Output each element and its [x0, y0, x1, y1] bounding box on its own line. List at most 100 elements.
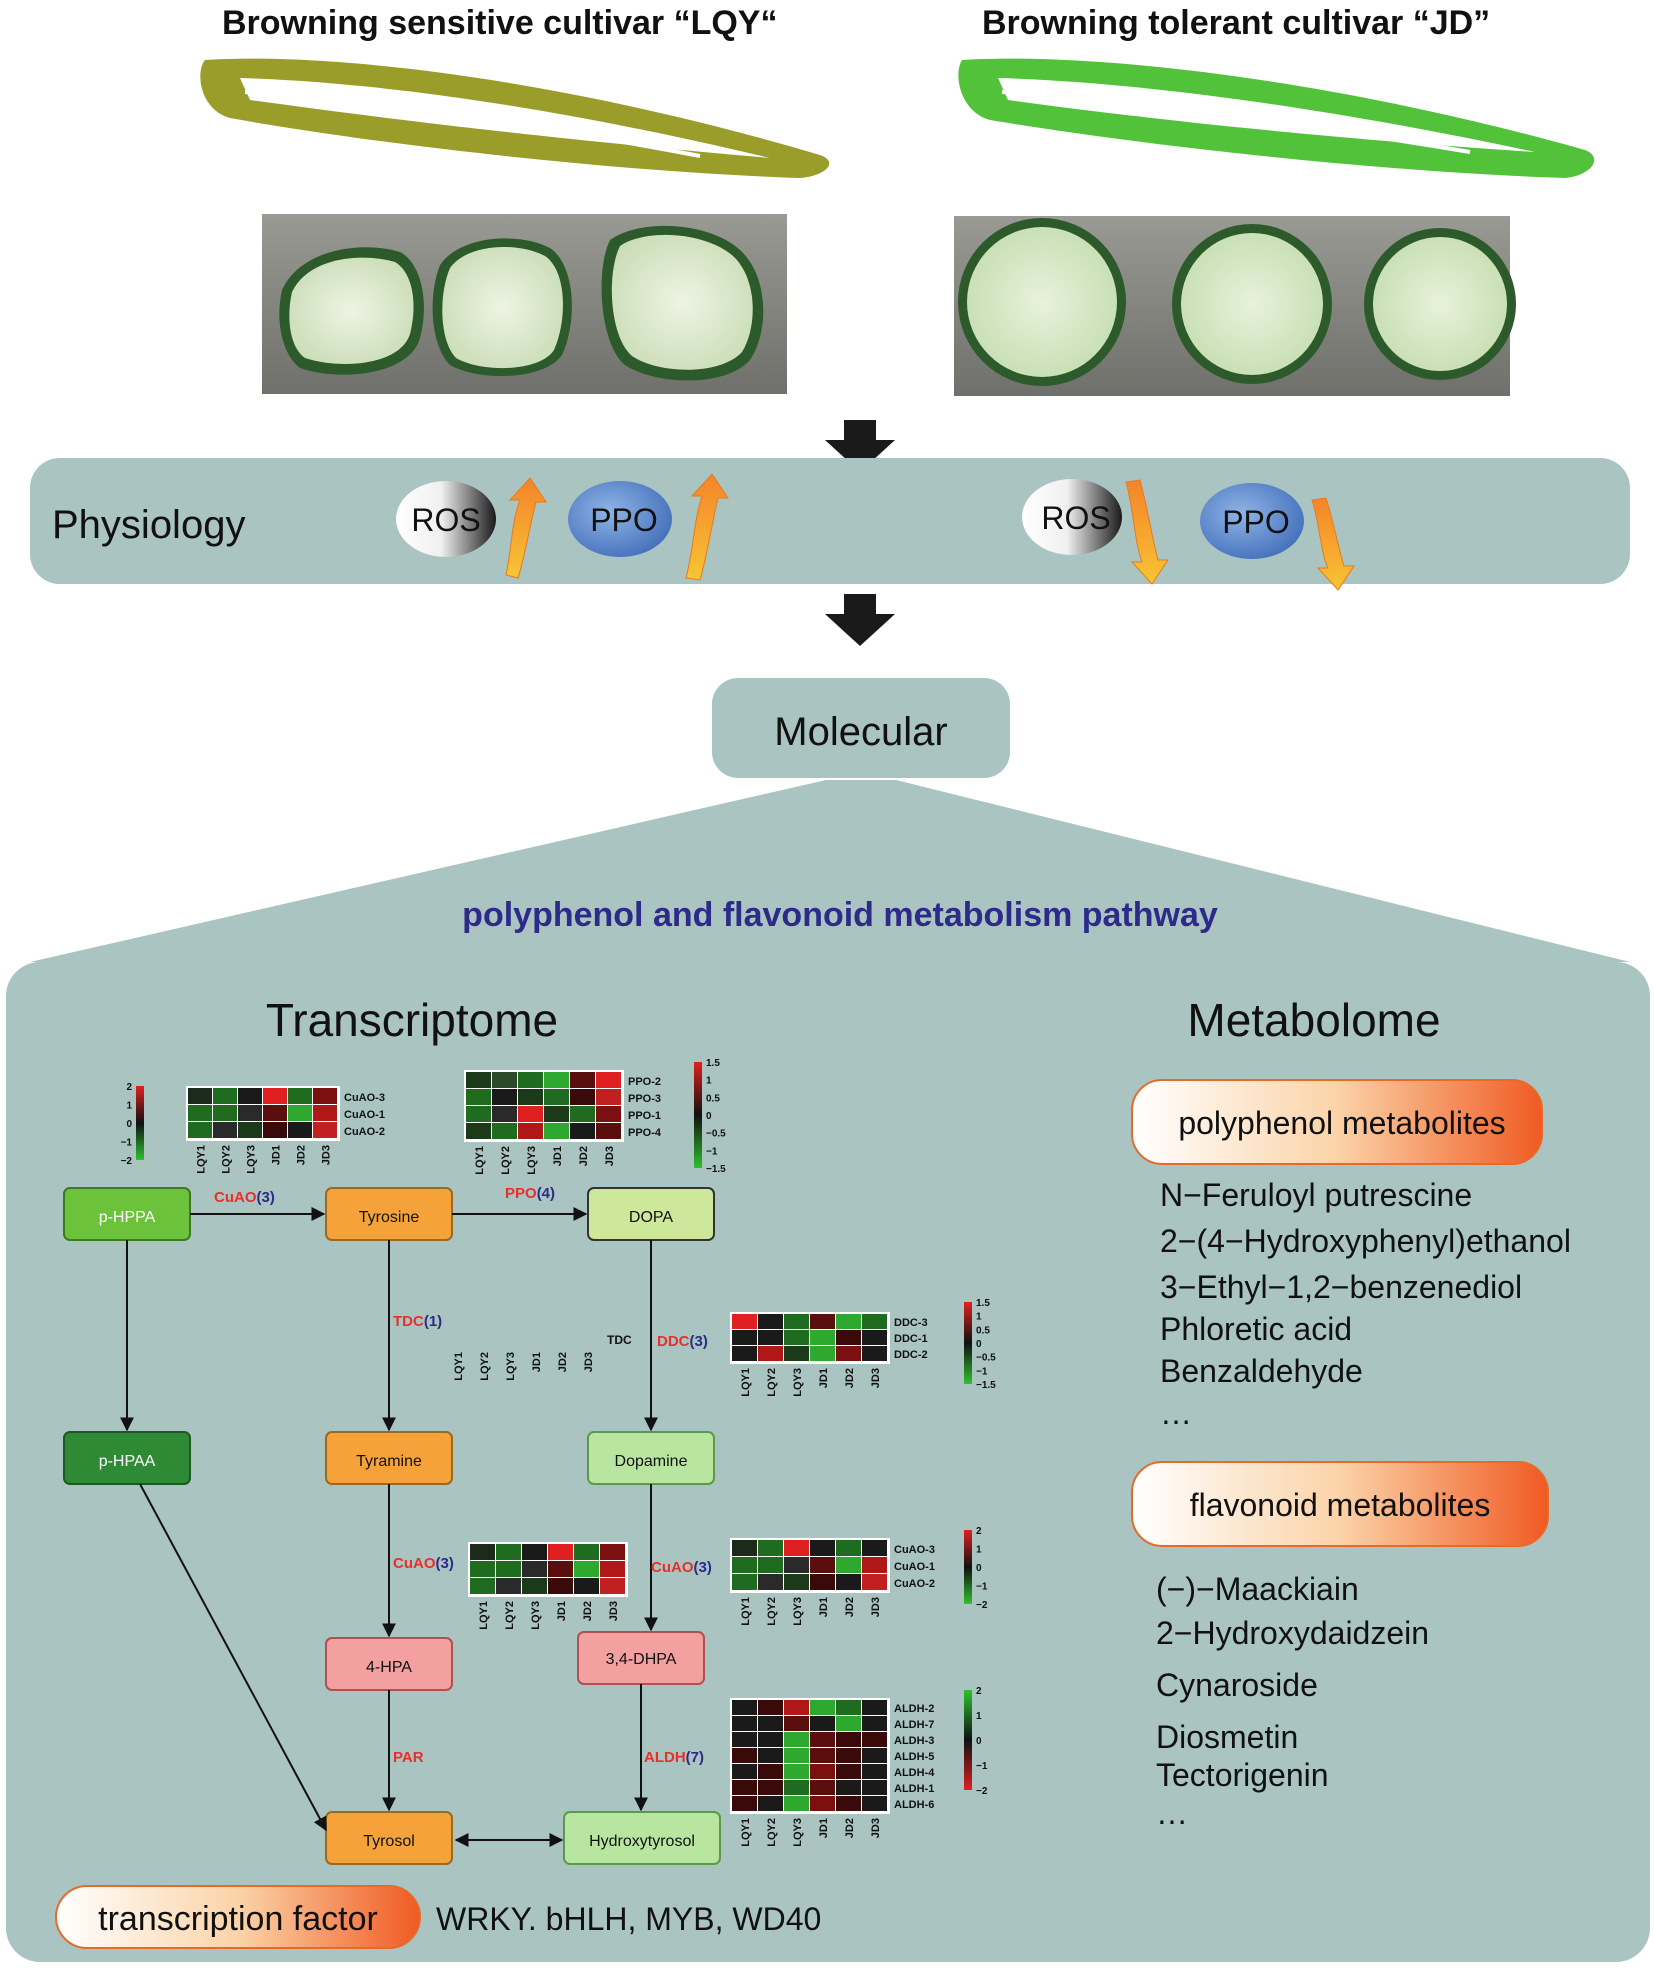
heatmap-cell	[732, 1748, 757, 1763]
enzyme-cuao-mid-right: CuAO	[651, 1559, 694, 1576]
heatmap-cell	[522, 1544, 547, 1560]
heatmap-cell	[784, 1540, 809, 1556]
heatmap-color-scale	[964, 1302, 972, 1384]
physiology-panel	[30, 458, 1630, 584]
heatmap-gene-label: CuAO-3	[344, 1092, 385, 1104]
heatmap-cell	[810, 1732, 835, 1747]
node-dopamine-label: Dopamine	[615, 1453, 688, 1470]
enzyme-tdc: TDC	[393, 1313, 424, 1330]
heatmap-cell	[836, 1574, 861, 1590]
svg-text:CuAO(3): CuAO(3)	[214, 1189, 275, 1206]
heatmap-cell	[810, 1780, 835, 1795]
pathway-nodes: p-HPPA Tyrosine DOPA p-HPAA Tyramine Dop…	[63, 1187, 721, 1865]
heatmap-cell	[784, 1330, 809, 1345]
heatmap-cell	[862, 1574, 887, 1590]
polyphenol-metabolites-label: polyphenol metabolites	[1178, 1105, 1505, 1141]
heatmap-sample-label: JD1	[818, 1368, 830, 1388]
heatmap-cell	[213, 1105, 237, 1121]
heatmap-cell	[544, 1106, 569, 1122]
ros-ellipse-left	[396, 481, 496, 557]
tdc-sample-label: JD3	[583, 1352, 595, 1372]
up-arrow-icon	[685, 473, 729, 581]
tdc-sample-label: JD2	[557, 1352, 569, 1372]
heatmap-cell	[548, 1561, 573, 1577]
heatmap-cell	[466, 1072, 491, 1088]
heatmap-sample-label: JD2	[582, 1601, 594, 1621]
tdc-sample-label: LQY2	[479, 1352, 491, 1381]
heatmap-cell	[862, 1764, 887, 1779]
heatmap-scale-tick: −2	[976, 1600, 988, 1611]
heatmap-scale-tick: −1	[976, 1582, 988, 1593]
heatmap-cell	[810, 1330, 835, 1345]
heatmap-scale-tick: −1.5	[706, 1164, 726, 1175]
heatmap-cell	[313, 1105, 337, 1121]
heatmap-cell	[238, 1105, 262, 1121]
heatmap-gene-label: CuAO-2	[344, 1126, 385, 1138]
heatmap-cell	[810, 1540, 835, 1556]
node-p-hpaa	[63, 1431, 191, 1485]
svg-text:CuAO(3): CuAO(3)	[651, 1559, 712, 1576]
heatmap-gene-label: DDC-3	[894, 1317, 928, 1329]
heatmap-sample-label: JD3	[870, 1368, 882, 1388]
metabolite-item: Benzaldehyde	[1160, 1353, 1363, 1389]
heatmap-color-scale	[964, 1690, 972, 1790]
heatmap-cell	[784, 1764, 809, 1779]
heatmap-scale-tick: 0	[976, 1736, 982, 1747]
polyphenol-metabolite-list: N−Feruloyl putrescine2−(4−Hydroxyphenyl)…	[1160, 1177, 1571, 1431]
heatmap-gene-label: CuAO-3	[894, 1544, 935, 1556]
heatmap-cell	[596, 1072, 621, 1088]
heatmap-gene-label: PPO-3	[628, 1093, 661, 1105]
ppo-ellipse-right	[1200, 483, 1304, 559]
heatmap-cell	[810, 1716, 835, 1731]
svg-text:TDC(1): TDC(1)	[393, 1313, 442, 1330]
heatmap-cell	[732, 1346, 757, 1361]
heatmap-cell	[288, 1122, 312, 1138]
heatmap-cell	[784, 1314, 809, 1329]
heatmap-sample-label: JD2	[844, 1597, 856, 1617]
tdc-sample-label: JD1	[531, 1352, 543, 1372]
heatmap-sample-label: LQY3	[530, 1601, 542, 1630]
heatmap-cell	[574, 1561, 599, 1577]
heatmap-cell	[758, 1716, 783, 1731]
heatmap-cell	[548, 1544, 573, 1560]
heatmap-sample-label: LQY1	[474, 1146, 486, 1175]
heatmap-scale-tick: 0	[976, 1563, 982, 1574]
heatmap-cell	[836, 1748, 861, 1763]
heatmap-cell	[862, 1796, 887, 1811]
heatmap-sample-label: JD3	[870, 1597, 882, 1617]
heatmap-cell	[313, 1122, 337, 1138]
enzyme-cuao-top: CuAO	[214, 1189, 257, 1206]
heatmap-cell	[188, 1105, 212, 1121]
heatmap-cell	[518, 1072, 543, 1088]
heatmap-gene-label: ALDH-2	[894, 1703, 934, 1715]
heatmap-sample-label: LQY3	[526, 1146, 538, 1175]
heatmap-cell	[810, 1796, 835, 1811]
heatmap-cell	[732, 1314, 757, 1329]
right-cultivar-title: Browning tolerant cultivar “JD”	[982, 4, 1490, 42]
tdc-sample-label: LQY1	[453, 1352, 465, 1381]
heatmap-cell	[544, 1123, 569, 1139]
heatmap-cell	[784, 1346, 809, 1361]
transcription-factor-label: transcription factor	[98, 1900, 378, 1938]
metabolite-item: Phloretic acid	[1160, 1311, 1352, 1347]
heatmap-sample-label: LQY1	[196, 1145, 208, 1174]
heatmap-cell	[732, 1716, 757, 1731]
heatmap-cell	[238, 1122, 262, 1138]
heatmap-color-scale	[964, 1530, 972, 1604]
heatmap-cell	[836, 1540, 861, 1556]
heatmap-cell	[466, 1089, 491, 1105]
flavonoid-metabolites-label: flavonoid metabolites	[1190, 1487, 1491, 1523]
heatmap-scale-tick: −1	[976, 1761, 988, 1772]
heatmap-sample-label: JD1	[818, 1818, 830, 1838]
heatmap-cell	[732, 1780, 757, 1795]
pathway-title: polyphenol and flavonoid metabolism path…	[462, 896, 1218, 934]
heatmap-cell	[784, 1700, 809, 1715]
heatmap-scale-tick: 0	[976, 1339, 982, 1350]
heatmap-cell	[574, 1578, 599, 1594]
heatmap-cell	[313, 1088, 337, 1104]
heatmap-cell	[836, 1796, 861, 1811]
